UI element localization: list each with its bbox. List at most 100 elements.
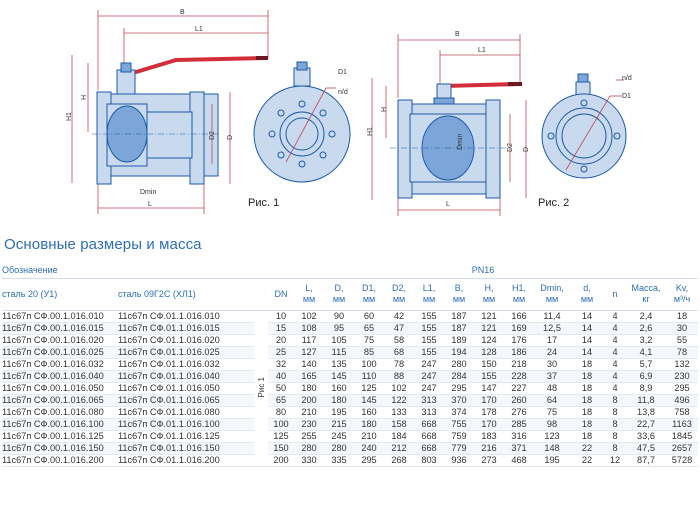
table-cell: 18 [570, 382, 604, 395]
table-cell: 255 [294, 430, 324, 443]
table-cell: 11,8 [626, 394, 666, 407]
table-cell: 273 [474, 454, 504, 467]
table-cell: 371 [504, 442, 534, 455]
code-steel-20: 11с67п СФ.00.1.016.080 [2, 406, 118, 419]
table-cell: 2,4 [626, 310, 666, 323]
table-cell: 140 [294, 358, 324, 371]
column-unit: мм [452, 294, 466, 304]
table-cell: 247 [414, 358, 444, 371]
table-cell: 47 [384, 322, 414, 335]
table-cell: 200 [268, 454, 294, 467]
dim-nd-fig2: n/d [622, 75, 632, 82]
table-cell: 15 [268, 322, 294, 335]
table-cell: 33,6 [626, 430, 666, 443]
table-cell: 8,9 [626, 382, 666, 395]
table-cell: 117 [294, 334, 324, 347]
table-cell: 295 [666, 382, 698, 395]
fig1-side-view: B L1 H1 H D2 D Dmin L [66, 9, 269, 214]
column-name: D1, [361, 283, 376, 293]
table-cell: 160 [324, 382, 354, 395]
table-cell: 8 [604, 406, 626, 419]
table-cell: 87,7 [626, 454, 666, 467]
code-steel-20: 11с67п СФ.00.1.016.025 [2, 346, 118, 359]
column-name: H1, [511, 283, 526, 293]
table-cell: 166 [504, 310, 534, 323]
table-cell: 155 [414, 322, 444, 335]
table-cell: 2,6 [626, 322, 666, 335]
table-cell: 147 [474, 382, 504, 395]
table-cell: 78 [666, 346, 698, 359]
column-name: D, [334, 283, 344, 293]
table-cell: 80 [268, 406, 294, 419]
column-name: n [612, 288, 618, 299]
table-cell: 5728 [666, 454, 698, 467]
table-cell: 121 [474, 322, 504, 335]
code-steel-09g2s: 11с67п СФ.01.1.016.010 [118, 310, 254, 323]
table-cell: 165 [294, 370, 324, 383]
table-cell: 247 [414, 370, 444, 383]
table-cell: 30 [534, 358, 570, 371]
table-cell: 330 [294, 454, 324, 467]
table-cell: 280 [324, 442, 354, 455]
column-header: L,мм [294, 278, 324, 311]
table-cell: 100 [354, 358, 384, 371]
dim-L1: L1 [195, 26, 203, 33]
table-cell: 180 [354, 418, 384, 431]
table-cell: 108 [294, 322, 324, 335]
table-cell: 186 [504, 346, 534, 359]
section-title: Основные размеры и масса [4, 236, 202, 253]
table-cell: 6,9 [626, 370, 666, 383]
table-cell: 184 [384, 430, 414, 443]
table-cell: 25 [268, 346, 294, 359]
code-steel-09g2s: 11с67п СФ.01.1.016.040 [118, 370, 254, 383]
column-name: D2, [391, 283, 406, 293]
column-header: Kv,м³/ч [666, 278, 698, 311]
column-header: B,мм [444, 278, 474, 311]
table-cell: 210 [294, 406, 324, 419]
column-header: H,мм [474, 278, 504, 311]
column-name: H, [484, 283, 494, 293]
table-cell: 11,4 [534, 310, 570, 323]
column-unit: мм [302, 294, 316, 304]
code-steel-20: 11с67п СФ.00.1.016.020 [2, 334, 118, 347]
table-cell: 12 [604, 454, 626, 467]
table-cell: 3,2 [626, 334, 666, 347]
table-cell: 4 [604, 346, 626, 359]
table-cell: 32 [268, 358, 294, 371]
table-cell: 18 [570, 418, 604, 431]
fig2-front-view: n/d D1 Рис. 2 [538, 73, 632, 209]
table-cell: 779 [444, 442, 474, 455]
header-steel-20: сталь 20 (У1) [2, 278, 118, 311]
table-cell: 22 [570, 442, 604, 455]
table-cell: 75 [534, 406, 570, 419]
column-header: H1,мм [504, 278, 534, 311]
table-cell: 115 [324, 346, 354, 359]
table-cell: 18 [570, 406, 604, 419]
code-steel-09g2s: 11с67п СФ.01.1.016.025 [118, 346, 254, 359]
table-cell: 123 [534, 430, 570, 443]
table-cell: 65 [354, 322, 384, 335]
code-steel-20: 11с67п СФ.00.1.016.032 [2, 358, 118, 371]
code-steel-20: 11с67п СФ.00.1.016.150 [2, 442, 118, 455]
table-cell: 8 [604, 430, 626, 443]
column-unit: мм [332, 294, 346, 304]
table-cell: 200 [294, 394, 324, 407]
table-cell: 8 [604, 442, 626, 455]
table-cell: 313 [414, 406, 444, 419]
table-cell: 100 [268, 418, 294, 431]
table-cell: 133 [384, 406, 414, 419]
table-cell: 155 [414, 334, 444, 347]
table-cell: 125 [354, 382, 384, 395]
table-cell: 187 [444, 310, 474, 323]
column-unit: мм [545, 294, 559, 304]
dim-D1-fig2: D1 [622, 93, 631, 100]
table-cell: 155 [414, 310, 444, 323]
